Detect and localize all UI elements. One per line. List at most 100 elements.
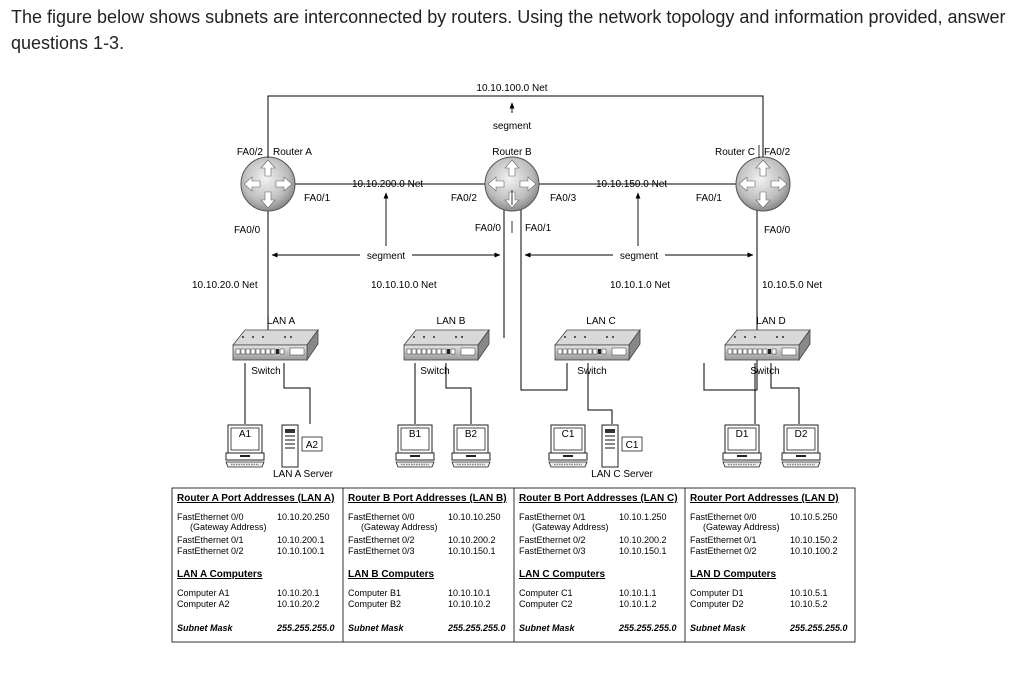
table-lan-b-title: Router B Port Addresses (LAN B) <box>348 493 507 504</box>
segment-arrows <box>271 102 754 258</box>
router-b-port-fa02: FA0/2 <box>451 193 478 204</box>
table-lan-b-port-0: FastEthernet 0/0 <box>348 512 415 522</box>
table-lan-c-ip-3: 10.10.150.1 <box>619 546 667 556</box>
link-switch-a2 <box>283 363 311 424</box>
lan-c-switch-label: Switch <box>577 366 606 377</box>
table-lan-b-gateway-note: (Gateway Address) <box>361 522 438 532</box>
table-lan-d-mask: 255.255.255.0 <box>789 623 848 633</box>
table-lan-a-computer-ip-1: 10.10.20.2 <box>277 599 320 609</box>
table-lan-b-computer-1: Computer B2 <box>348 599 401 609</box>
computer-a1-label: A1 <box>239 429 252 440</box>
computer-b1-label: B1 <box>409 429 422 440</box>
table-lan-a-computers-title: LAN A Computers <box>177 569 263 580</box>
router-a-name: Router A <box>273 147 312 158</box>
table-lan-d-computer-ip-1: 10.10.5.2 <box>790 599 828 609</box>
router-b-port-fa03: FA0/3 <box>550 193 577 204</box>
table-lan-a-ip-3: 10.10.100.1 <box>277 546 325 556</box>
router-a-icon <box>240 156 296 212</box>
table-lan-c-computer-0: Computer C1 <box>519 588 573 598</box>
lan-d-switch-icon <box>724 329 811 361</box>
table-lan-c-computer-ip-0: 10.10.1.1 <box>619 588 657 598</box>
table-lan-d-port-2: FastEthernet 0/1 <box>690 535 757 545</box>
table-lan-c-computer-1: Computer C2 <box>519 599 573 609</box>
table-lan-b-computer-ip-0: 10.10.10.1 <box>448 588 491 598</box>
table-lan-b: Router B Port Addresses (LAN B) FastEthe… <box>348 493 507 633</box>
table-lan-d-ip-0: 10.10.5.250 <box>790 512 838 522</box>
table-lan-a-title: Router A Port Addresses (LAN A) <box>177 493 334 504</box>
table-lan-a-computer-0: Computer A1 <box>177 588 230 598</box>
table-lan-a-gateway-note: (Gateway Address) <box>190 522 267 532</box>
table-lan-a-port-3: FastEthernet 0/2 <box>177 546 244 556</box>
table-lan-d-ip-3: 10.10.100.2 <box>790 546 838 556</box>
table-lan-a: Router A Port Addresses (LAN A) FastEthe… <box>177 493 335 633</box>
table-lan-b-port-2: FastEthernet 0/2 <box>348 535 415 545</box>
table-lan-d-port-0: FastEthernet 0/0 <box>690 512 757 522</box>
link-switch-c2 <box>587 363 613 424</box>
computer-b2-label: B2 <box>465 429 478 440</box>
table-lan-b-computer-0: Computer B1 <box>348 588 401 598</box>
address-table-frame <box>171 487 856 643</box>
table-lan-d-gateway-note: (Gateway Address) <box>703 522 780 532</box>
router-a-port-fa01: FA0/1 <box>304 193 331 204</box>
router-c-port-fa01: FA0/1 <box>696 193 723 204</box>
link-10-10-100-net <box>267 95 764 184</box>
table-lan-a-port-0: FastEthernet 0/0 <box>177 512 244 522</box>
table-lan-b-ip-2: 10.10.200.2 <box>448 535 496 545</box>
lan-c-server-label: LAN C Server <box>591 469 653 480</box>
net-label-200: 10.10.200.0 Net <box>352 179 423 190</box>
link-router-b-lan-c <box>520 210 568 391</box>
lan-d-switch-label: Switch <box>750 366 779 377</box>
lan-b-label: LAN B <box>437 316 466 327</box>
router-b-port-fa01: FA0/1 <box>525 223 552 234</box>
table-lan-d-computer-0: Computer D1 <box>690 588 744 598</box>
table-lan-d-computers-title: LAN D Computers <box>690 569 777 580</box>
table-lan-c: Router B Port Addresses (LAN C) FastEthe… <box>519 493 678 633</box>
computer-a2-label: A2 <box>306 440 319 451</box>
net-label-5: 10.10.5.0 Net <box>762 280 822 291</box>
lan-a-switch-label: Switch <box>251 366 280 377</box>
table-lan-d-computer-1: Computer D2 <box>690 599 744 609</box>
table-lan-c-computer-ip-1: 10.10.1.2 <box>619 599 657 609</box>
segment-label-left: segment <box>367 251 406 262</box>
table-lan-c-ip-0: 10.10.1.250 <box>619 512 667 522</box>
table-lan-b-ip-0: 10.10.10.250 <box>448 512 501 522</box>
router-c-port-fa00: FA0/0 <box>764 225 791 236</box>
table-lan-d-computer-ip-0: 10.10.5.1 <box>790 588 828 598</box>
question-intro: The figure below shows subnets are inter… <box>11 7 1006 53</box>
table-lan-b-mask: 255.255.255.0 <box>447 623 506 633</box>
network-links <box>244 95 800 424</box>
table-lan-b-mask-label: Subnet Mask <box>348 623 405 633</box>
lan-b-switch-label: Switch <box>420 366 449 377</box>
lan-c-server-tower-icon <box>601 424 619 468</box>
segment-label-right: segment <box>620 251 659 262</box>
table-lan-a-computer-ip-0: 10.10.20.1 <box>277 588 320 598</box>
router-c-icon <box>735 156 791 212</box>
table-lan-b-computer-ip-1: 10.10.10.2 <box>448 599 491 609</box>
table-lan-c-ip-2: 10.10.200.2 <box>619 535 667 545</box>
table-lan-c-title: Router B Port Addresses (LAN C) <box>519 493 678 504</box>
router-b-port-fa00: FA0/0 <box>475 223 502 234</box>
net-label-1: 10.10.1.0 Net <box>610 280 670 291</box>
lan-d-label: LAN D <box>756 316 785 327</box>
router-a-port-fa00: FA0/0 <box>234 225 261 236</box>
table-lan-c-port-2: FastEthernet 0/2 <box>519 535 586 545</box>
table-lan-b-port-3: FastEthernet 0/3 <box>348 546 415 556</box>
table-lan-d-port-3: FastEthernet 0/2 <box>690 546 757 556</box>
link-switch-b2 <box>445 363 472 424</box>
net-label-10: 10.10.10.0 Net <box>371 280 437 291</box>
link-switch-d2 <box>770 363 800 424</box>
computer-d1-label: D1 <box>736 429 749 440</box>
router-c-name: Router C <box>715 147 755 158</box>
table-lan-d-ip-2: 10.10.150.2 <box>790 535 838 545</box>
table-lan-a-ip-2: 10.10.200.1 <box>277 535 325 545</box>
lan-a-server-label: LAN A Server <box>273 469 334 480</box>
table-lan-c-mask: 255.255.255.0 <box>618 623 677 633</box>
table-lan-d: Router Port Addresses (LAN D) FastEthern… <box>690 493 848 633</box>
lan-b-switch-icon <box>403 329 490 361</box>
lan-c-label: LAN C <box>586 316 615 327</box>
table-lan-d-title: Router Port Addresses (LAN D) <box>690 493 839 504</box>
net-label-100: 10.10.100.0 Net <box>476 83 547 94</box>
table-lan-c-mask-label: Subnet Mask <box>519 623 576 633</box>
computer-c1-label: C1 <box>562 429 575 440</box>
